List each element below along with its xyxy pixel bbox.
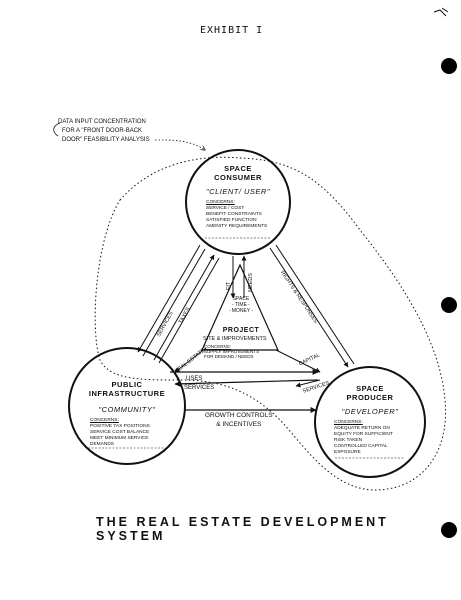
consumer-circle — [185, 149, 291, 255]
punch-hole — [441, 522, 457, 538]
project-title: PROJECT — [222, 327, 260, 334]
consumer-title-line: SPACE — [224, 164, 252, 173]
producer-circle — [314, 366, 426, 478]
concern-item: BENEFIT CONSTRAINTS — [206, 212, 262, 217]
flow-label-needs: NEEDS — [248, 273, 254, 292]
consumer-role: "CLIENT/ USER" — [205, 187, 270, 196]
dotted-boundary — [94, 156, 447, 491]
annotation-pointer — [154, 139, 205, 150]
arrow-services-to-public-2 — [142, 248, 206, 357]
concern-item: RISK TAKEN — [334, 438, 363, 443]
consumer-title-line: CONSUMER — [214, 173, 262, 182]
concern-item: SERVICE COST BALANCE — [90, 430, 150, 435]
concern-item: FOR DEMAND / NEEDS — [204, 354, 254, 359]
annotation-line: FOR A "FRONT DOOR-BACK — [62, 128, 143, 134]
arrow-real-estate — [174, 347, 207, 373]
annotation-bracket — [53, 122, 61, 137]
arrow-capital — [275, 349, 321, 373]
producer-title-line: PRODUCER — [346, 393, 394, 402]
concern-item: SUPPLY IMPROVEMENTS — [204, 349, 260, 354]
arrow-services-to-public — [137, 244, 201, 353]
public-title-line: PUBLIC — [111, 380, 143, 389]
public-role: "COMMUNITY" — [98, 405, 156, 414]
scan-mark — [433, 7, 449, 17]
concern-item: SERVICE / COST — [206, 206, 245, 211]
concerns-heading: CONCERNS: — [206, 200, 235, 205]
concern-item: POSITIVE TAX POSITIONS — [90, 424, 150, 429]
arrow-rights-to-producer-2 — [275, 244, 355, 365]
concern-item: EXPOSURE — [334, 450, 361, 455]
producer-title-line: SPACE — [356, 384, 384, 393]
arrow-taxes-to-consumer-2 — [158, 257, 220, 364]
concerns-heading: CONCERNS: — [204, 344, 232, 349]
concerns-heading: CONCERNS: — [90, 418, 119, 423]
growth-line: & INCENTIVES — [216, 421, 262, 428]
punch-hole — [441, 58, 457, 74]
concern-item: ADEQUATE RETURN ON — [334, 426, 390, 431]
consumer-concerns: CONCERNS: SERVICE / COST BENEFIT CONSTRA… — [206, 200, 276, 230]
project-subtitle: SITE & IMPROVEMENTS — [203, 336, 267, 342]
concern-item: SATISFIED FUNCTION — [206, 218, 257, 223]
triangle-line: - MONEY - — [228, 308, 254, 314]
exhibit-label: EXHIBIT I — [200, 25, 264, 36]
project-triangle-label: SPACE - TIME - - MONEY - — [226, 296, 256, 314]
arrow-services-producer — [295, 379, 321, 388]
flow-label-fit: FIT — [226, 281, 232, 290]
punch-hole — [441, 297, 457, 313]
triangle-line: SPACE — [232, 296, 250, 302]
annotation-line: DOOR" FEASIBILITY ANALYSIS — [62, 137, 150, 143]
arrow-rights-to-producer — [269, 247, 349, 368]
producer-role: "DEVELOPER" — [341, 407, 399, 416]
flow-label-uses: USES — [186, 376, 203, 382]
producer-concerns: CONCERNS: ADEQUATE RETURN ON EQUITY FOR … — [334, 420, 406, 456]
concern-item: MEET MINIMUM SERVICE DEMANDS — [90, 436, 149, 447]
public-title-line: INFRASTRUCTURE — [88, 389, 166, 398]
arrow-taxes-to-consumer — [153, 254, 215, 361]
diagram-caption: THE REAL ESTATE DEVELOPMENT SYSTEM — [96, 515, 389, 543]
project-triangle — [201, 263, 279, 351]
concern-item: CONTROLLED CAPITAL — [334, 444, 388, 449]
concern-item: EQUITY FOR SUFFICIENT — [334, 432, 393, 437]
flow-label-growth: GROWTH CONTROLS & INCENTIVES — [205, 411, 273, 429]
project-concerns: CONCERNS: SUPPLY IMPROVEMENTS FOR DEMAND… — [204, 344, 284, 359]
public-concerns: CONCERNS: POSITIVE TAX POSITIONS SERVICE… — [90, 418, 170, 448]
arrow-uses-services — [174, 379, 319, 387]
growth-line: GROWTH CONTROLS — [205, 412, 273, 419]
concerns-heading: CONCERNS: — [334, 420, 363, 425]
annotation-line: DATA INPUT CONCENTRATION — [58, 119, 146, 125]
flow-label-services-public: SERVICES — [184, 385, 215, 391]
triangle-line: - TIME - — [232, 302, 250, 308]
concern-item: AMENITY REQUIREMENTS — [206, 224, 268, 229]
public-circle — [68, 347, 186, 465]
